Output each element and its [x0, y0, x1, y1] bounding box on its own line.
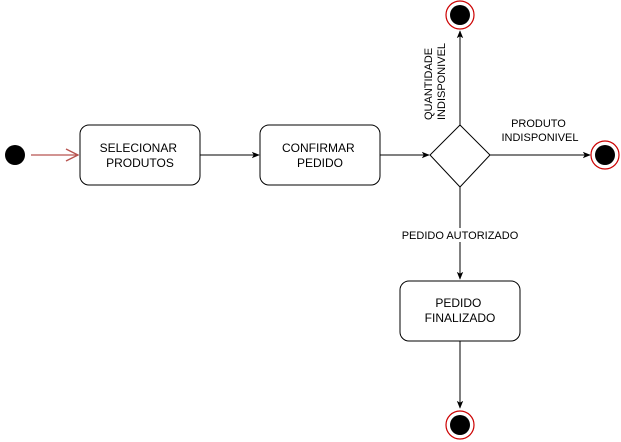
- action-confirmar-pedido[interactable]: [259, 124, 381, 186]
- action-selecionar-produtos-label: SELECIONAR PRODUTOS: [100, 141, 181, 170]
- decision-node[interactable]: [429, 124, 491, 188]
- action-selecionar-produtos[interactable]: [79, 124, 201, 186]
- final-node-right: [590, 140, 620, 170]
- edge-label-quantidade-indisponivel: QUANTIDADE INDISPONIVEL: [423, 43, 448, 120]
- final-node-bottom: [445, 410, 475, 440]
- final-node-top: [445, 0, 475, 30]
- edge-label-bg: [400, 228, 520, 242]
- initial-node: [5, 145, 25, 165]
- edge-label-pedido-autorizado: PEDIDO AUTORIZADO: [402, 230, 519, 242]
- action-confirmar-pedido-label: CONFIRMAR PEDIDO: [282, 141, 358, 170]
- action-pedido-finalizado-label: PEDIDO FINALIZADO: [425, 296, 496, 325]
- edge-label-produto-indisponivel: PRODUTO INDISPONIVEL: [501, 118, 578, 144]
